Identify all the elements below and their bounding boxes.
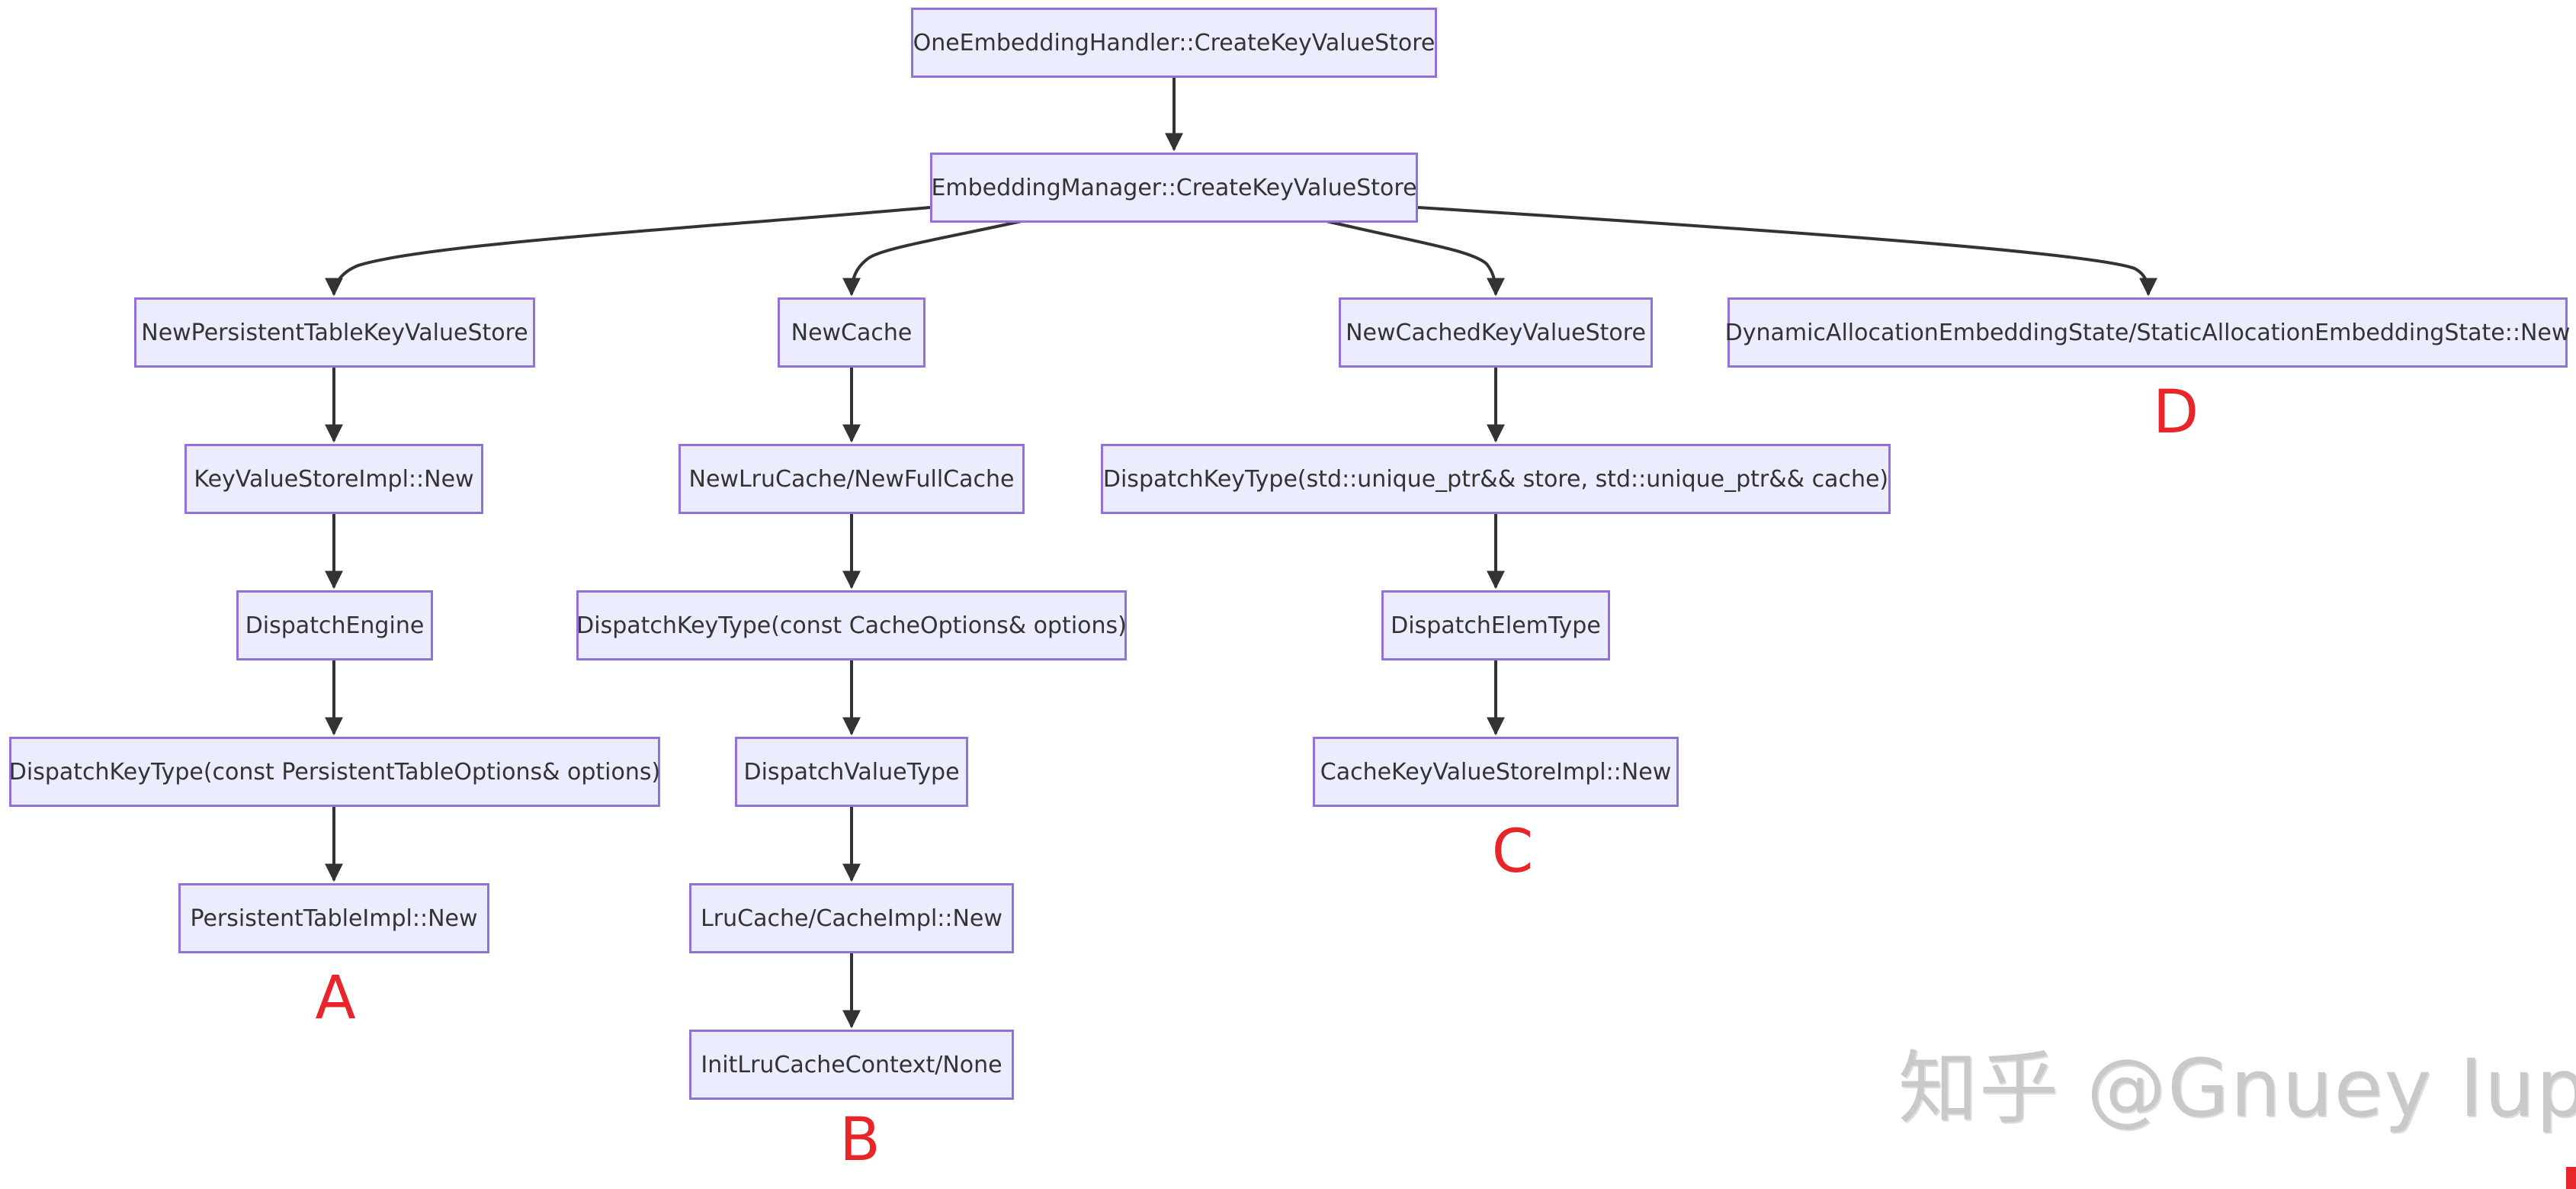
marker-c: C: [1491, 818, 1534, 886]
node-manager: EmbeddingManager::CreateKeyValueStore: [930, 153, 1418, 223]
node-dispatch-key-type-cache: DispatchKeyType(const CacheOptions& opti…: [576, 590, 1127, 660]
marker-a: A: [315, 964, 356, 1033]
node-dispatch-key-type-persistent: DispatchKeyType(const PersistentTableOpt…: [9, 737, 660, 807]
node-dispatch-engine: DispatchEngine: [236, 590, 433, 660]
node-kv-store-impl-new: KeyValueStoreImpl::New: [184, 444, 483, 514]
node-dispatch-elem-type: DispatchElemType: [1381, 590, 1610, 660]
node-embedding-state-new: DynamicAllocationEmbeddingState/StaticAl…: [1725, 297, 2570, 368]
node-new-cached-kv-store: NewCachedKeyValueStore: [1339, 297, 1653, 368]
edge-manager-c1: [1326, 220, 1505, 297]
node-dispatch-key-type-unique-ptr: DispatchKeyType(std::unique_ptr&& store,…: [1101, 444, 1891, 514]
marker-b: B: [839, 1106, 881, 1175]
node-cache-kv-store-impl-new: CacheKeyValueStoreImpl::New: [1313, 737, 1679, 807]
node-init-lru-cache-context: InitLruCacheContext/None: [689, 1030, 1014, 1100]
marker-d: D: [2152, 378, 2199, 447]
node-root: OneEmbeddingHandler::CreateKeyValueStore: [911, 8, 1437, 78]
node-new-lru-full-cache: NewLruCache/NewFullCache: [678, 444, 1025, 514]
node-new-cache: NewCache: [778, 297, 925, 368]
node-new-persistent-table-kv-store: NewPersistentTableKeyValueStore: [134, 297, 535, 368]
watermark: 知乎 @Gnuey Iup: [1898, 1042, 2576, 1135]
corner-red-mark: [2566, 1167, 2576, 1189]
node-persistent-table-impl-new: PersistentTableImpl::New: [178, 883, 489, 953]
node-dispatch-value-type: DispatchValueType: [735, 737, 968, 807]
node-lru-cache-impl-new: LruCache/CacheImpl::New: [689, 883, 1014, 953]
edge-manager-a1: [325, 206, 931, 297]
edge-manager-b1: [842, 220, 1022, 297]
edge-manager-d1: [1417, 206, 2157, 297]
